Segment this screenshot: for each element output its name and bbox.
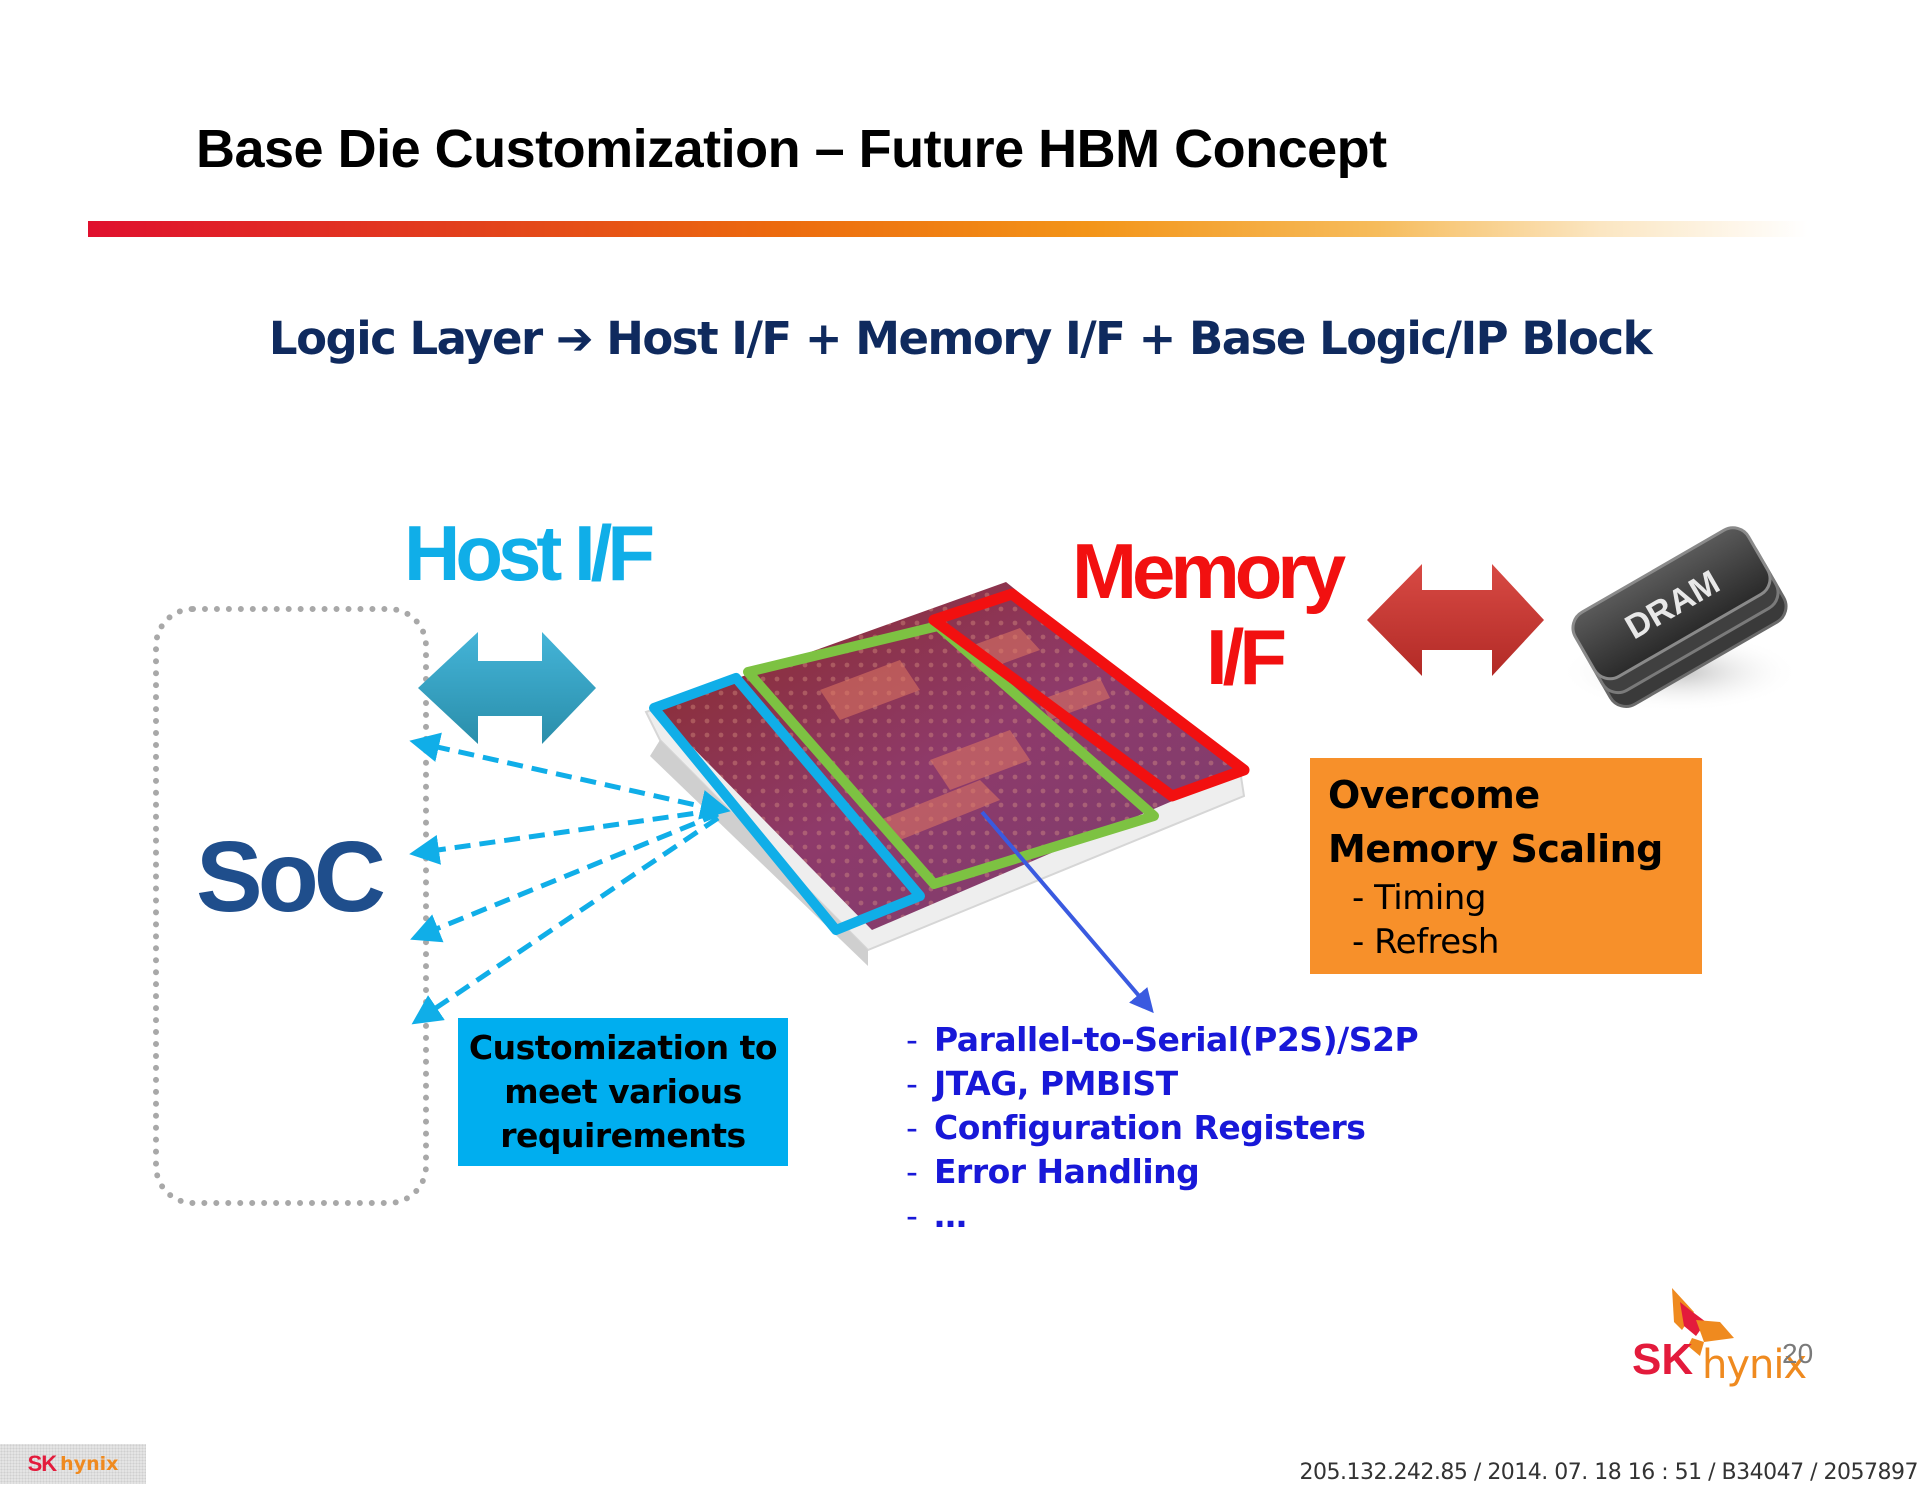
feature-item: -Parallel-to-Serial(P2S)/S2P <box>906 1018 1419 1062</box>
overcome-item: - Refresh <box>1352 922 1499 962</box>
overcome-item: - Timing <box>1352 878 1486 918</box>
logo-sk-text: SK <box>1632 1335 1693 1384</box>
memory-if-double-arrow-icon <box>1367 564 1544 676</box>
feature-text: Error Handling <box>934 1152 1200 1191</box>
slide-title: Base Die Customization – Future HBM Conc… <box>196 119 1387 179</box>
bullet-dash: - <box>906 1196 918 1235</box>
base-logic-feature-list: -Parallel-to-Serial(P2S)/S2P -JTAG, PMBI… <box>906 1018 1419 1238</box>
feature-text: … <box>934 1196 967 1235</box>
dashed-arrow-4 <box>411 815 720 1025</box>
bullet-dash: - <box>906 1064 918 1103</box>
feature-text: Configuration Registers <box>934 1108 1366 1147</box>
overcome-memory-scaling-box: Overcome Memory Scaling - Timing - Refre… <box>1310 758 1702 974</box>
dram-chip-icon: DRAM <box>1560 526 1800 712</box>
memory-if-region <box>928 588 1250 802</box>
bullet-dash: - <box>906 1108 918 1147</box>
host-if-region <box>649 673 925 935</box>
footer-logo-sk: SK <box>27 1451 58 1476</box>
title-gradient-bar <box>88 221 1808 237</box>
footer-logo-hynix: hynix <box>60 1453 119 1475</box>
bullet-dash: - <box>906 1020 918 1059</box>
customization-line: meet various <box>504 1072 742 1111</box>
feature-item: -… <box>906 1194 1418 1238</box>
sk-hynix-logo: SK hynix <box>1632 1288 1807 1388</box>
memory-if-label-line2: I/F <box>1206 613 1287 701</box>
butterfly-icon <box>1672 1288 1734 1356</box>
overcome-heading-line: Overcome <box>1328 773 1540 817</box>
soc-box <box>153 606 429 1206</box>
host-if-double-arrow-icon <box>418 632 596 744</box>
base-logic-region <box>743 621 1159 889</box>
customization-arrows <box>409 732 731 1025</box>
footer-info: 205.132.242.85 / 2014. 07. 18 16 : 51 / … <box>1299 1460 1918 1485</box>
customization-box: Customization to meet various requiremen… <box>458 1018 788 1166</box>
dashed-arrow-3 <box>410 811 719 943</box>
customization-line: requirements <box>500 1116 746 1155</box>
feature-pointer-arrow <box>980 810 1154 1014</box>
feature-item: -Error Handling <box>906 1150 1418 1194</box>
host-if-label: Host I/F <box>404 509 655 597</box>
page-number: 20 <box>1782 1338 1814 1369</box>
feature-item: -Configuration Registers <box>906 1106 1418 1150</box>
slide-subtitle: Logic Layer ➔ Host I/F + Memory I/F + Ba… <box>268 312 1653 365</box>
logo-hynix-text: hynix <box>1702 1342 1806 1388</box>
customization-line: Customization to <box>468 1028 778 1067</box>
feature-text: Parallel-to-Serial(P2S)/S2P <box>934 1020 1419 1059</box>
bullet-dash: - <box>906 1152 918 1191</box>
overcome-heading-line: Memory Scaling <box>1328 827 1663 871</box>
dashed-arrow-1 <box>409 732 719 813</box>
memory-if-label-line1: Memory <box>1072 527 1346 615</box>
feature-text: JTAG, PMBIST <box>934 1064 1178 1103</box>
logic-die-image <box>644 582 1250 966</box>
footer-logo: SK hynix <box>0 1444 146 1484</box>
soc-label: SoC <box>196 821 386 933</box>
feature-item: -JTAG, PMBIST <box>906 1062 1418 1106</box>
